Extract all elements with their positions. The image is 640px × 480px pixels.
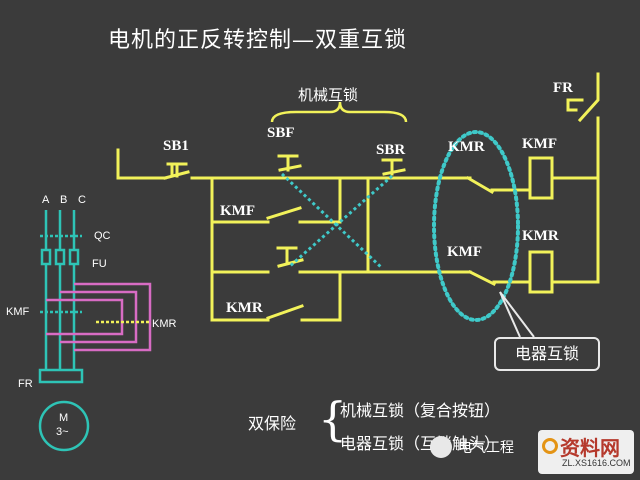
kmr-nc-contact (465, 175, 495, 195)
reverse-feed-2 (60, 290, 138, 344)
wechat-icon (430, 436, 452, 458)
logo-ring-icon (542, 438, 558, 454)
interlock-ellipse (432, 130, 520, 322)
electrical-interlock-label: 电器互锁 (514, 344, 579, 363)
fr-hook (566, 98, 578, 112)
sbr-contact (382, 168, 406, 176)
kmf-coil-label: KMF (522, 136, 557, 152)
kmr-coil-label: KMR (522, 228, 559, 244)
mechanical-brace (270, 101, 408, 123)
sbf-contact (278, 164, 302, 172)
fr-label: FR (553, 80, 573, 96)
kmr-main-label: KMR (152, 318, 177, 330)
phase-c-label: C (78, 194, 86, 206)
kmr-hold-label: KMR (226, 300, 263, 316)
kmr-coil (528, 250, 554, 294)
summary-heading: 双保险 (248, 414, 297, 433)
mech-link-sbf (280, 172, 384, 270)
kmf-coil (528, 156, 554, 200)
fr-contact (577, 72, 600, 123)
mechanical-interlock-label: 机械互锁 (298, 86, 359, 104)
watermark-logo-url: ZL.XS1616.COM (562, 458, 631, 468)
kmf-main-label: KMF (6, 306, 30, 318)
sbr-label: SBR (376, 142, 406, 158)
kmr-interlock-label: KMR (448, 139, 485, 155)
motor-label-2: 3~ (56, 426, 69, 438)
motor-label-1: M (59, 412, 69, 424)
sbf-no-contact (277, 258, 304, 268)
kmr-hold-contact (266, 304, 304, 320)
callout-pointer (499, 291, 535, 338)
summary-brace: { (318, 392, 348, 446)
sb1-label: SB1 (163, 138, 189, 154)
reverse-feed-3 (46, 298, 124, 336)
motor (38, 400, 90, 452)
kmf-hold-contact (266, 206, 302, 220)
page-title: 电机的正反转控制—双重互锁 (108, 28, 408, 53)
fu-c (68, 248, 80, 266)
phase-b-label: B (60, 194, 68, 206)
qc-label: QC (94, 230, 111, 242)
kmf-hold-right (298, 176, 342, 224)
electrical-interlock-callout: 电器互锁 (494, 337, 600, 371)
sbf-label: SBF (267, 125, 295, 141)
control-circuit (116, 72, 600, 322)
watermark-logo: 资料网 ZL.XS1616.COM (538, 430, 634, 474)
kmf-nc-contact (467, 269, 497, 287)
fu-label: FU (92, 258, 107, 270)
main-circuit (38, 210, 152, 452)
mechanical-links (280, 172, 393, 270)
summary-item-2: 电器互锁（互锁触头） (340, 434, 501, 453)
fr-element (38, 368, 84, 384)
watermark-logo-text: 资料网 (560, 436, 620, 460)
top-rung-wire (116, 148, 167, 180)
summary-item-1: 机械互锁（复合按钮） (340, 401, 501, 420)
fr-main-label: FR (18, 378, 33, 390)
kmf-interlock-label: KMF (447, 244, 482, 260)
fu-b (54, 248, 66, 266)
mech-link-sbr (289, 174, 393, 268)
kmf-hold-label: KMF (220, 203, 255, 219)
kmr-hold-right (300, 270, 342, 322)
watermark-account: 电气工程 (458, 440, 514, 456)
phase-a-label: A (42, 194, 50, 206)
reverse-feed (74, 282, 152, 352)
kmr-hold-left (210, 270, 270, 322)
fu-a (40, 248, 52, 266)
